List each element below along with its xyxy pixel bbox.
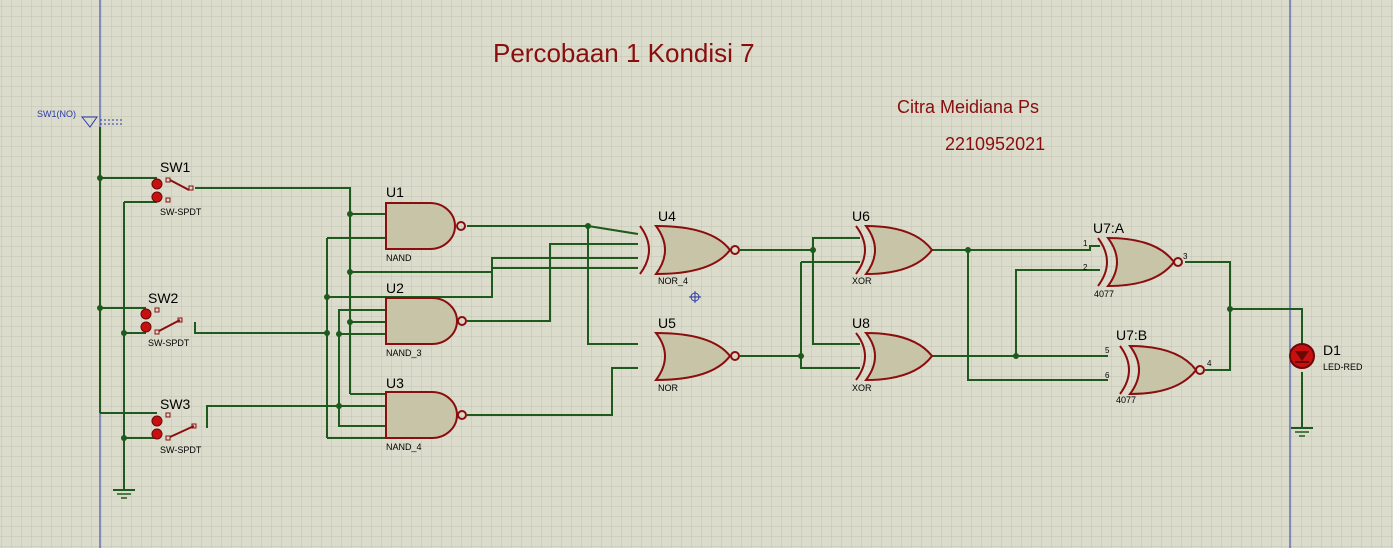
gate-value: XOR: [852, 276, 872, 286]
crosshair-icon: [689, 291, 701, 303]
pin-number: 3: [1183, 252, 1188, 261]
gate-ref: U8: [852, 315, 870, 331]
gate-u6-xor[interactable]: U6 XOR: [852, 208, 934, 286]
junctions: [97, 175, 1233, 441]
gate-u7a-xnor[interactable]: U7:A 1 2 3 4077: [1083, 220, 1188, 299]
gate-u1-nand[interactable]: U1 NAND: [385, 184, 466, 263]
pin-number: 1: [1083, 239, 1088, 248]
gate-value: NOR: [658, 383, 679, 393]
switch-ref: SW3: [160, 396, 191, 412]
led-d1[interactable]: D1 LED-RED: [1289, 342, 1363, 372]
pin-number: 4: [1207, 359, 1212, 368]
gate-ref: U6: [852, 208, 870, 224]
gate-u5-nor[interactable]: U5 NOR: [653, 315, 740, 393]
switch-value: SW-SPDT: [148, 338, 190, 348]
gate-value: NAND_4: [386, 442, 422, 452]
gate-value: NAND_3: [386, 348, 422, 358]
switch-button-icon[interactable]: [140, 321, 152, 333]
switch-sw2[interactable]: SW2 SW-SPDT: [140, 290, 190, 348]
probe-icon[interactable]: SW1(NO): [37, 109, 122, 140]
gate-ref: U4: [658, 208, 676, 224]
gate-ref: U2: [386, 280, 404, 296]
switch-button-icon[interactable]: [151, 428, 163, 440]
student-id: 2210952021: [945, 134, 1045, 154]
switch-button-icon[interactable]: [151, 178, 163, 190]
gate-value: NAND: [386, 253, 412, 263]
gate-value: 4077: [1116, 395, 1136, 405]
gate-ref: U3: [386, 375, 404, 391]
gate-u4-nor4[interactable]: U4 NOR_4: [639, 208, 740, 286]
pin-number: 2: [1083, 263, 1088, 272]
switch-value: SW-SPDT: [160, 445, 202, 455]
led-ref: D1: [1323, 342, 1341, 358]
gate-value: 4077: [1094, 289, 1114, 299]
pin-number: 5: [1105, 346, 1110, 355]
switch-button-icon[interactable]: [151, 191, 163, 203]
switch-button-icon[interactable]: [140, 308, 152, 320]
gate-u7b-xnor[interactable]: U7:B 5 6 4 4077: [1105, 327, 1212, 405]
switch-value: SW-SPDT: [160, 207, 202, 217]
probe-label: SW1(NO): [37, 109, 76, 119]
gate-u3-nand4[interactable]: U3 NAND_4: [385, 375, 467, 452]
gate-value: XOR: [852, 383, 872, 393]
gate-ref: U5: [658, 315, 676, 331]
gate-u8-xor[interactable]: U8 XOR: [852, 315, 934, 393]
gate-ref: U7:B: [1116, 327, 1147, 343]
gate-value: NOR_4: [658, 276, 688, 286]
pin-number: 6: [1105, 371, 1110, 380]
gate-u2-nand3[interactable]: U2 NAND_3: [385, 280, 467, 358]
led-value: LED-RED: [1323, 362, 1363, 372]
switch-sw3[interactable]: SW3 SW-SPDT: [151, 396, 202, 455]
schematic-title: Percobaan 1 Kondisi 7: [493, 38, 755, 68]
ground-icon[interactable]: [113, 488, 135, 499]
ground-icon[interactable]: [1291, 427, 1313, 437]
author-name: Citra Meidiana Ps: [897, 97, 1039, 117]
switch-ref: SW1: [160, 159, 191, 175]
gate-ref: U7:A: [1093, 220, 1125, 236]
gate-ref: U1: [386, 184, 404, 200]
switch-button-icon[interactable]: [151, 415, 163, 427]
switch-sw1[interactable]: SW1 SW-SPDT: [151, 159, 202, 217]
switch-ref: SW2: [148, 290, 179, 306]
